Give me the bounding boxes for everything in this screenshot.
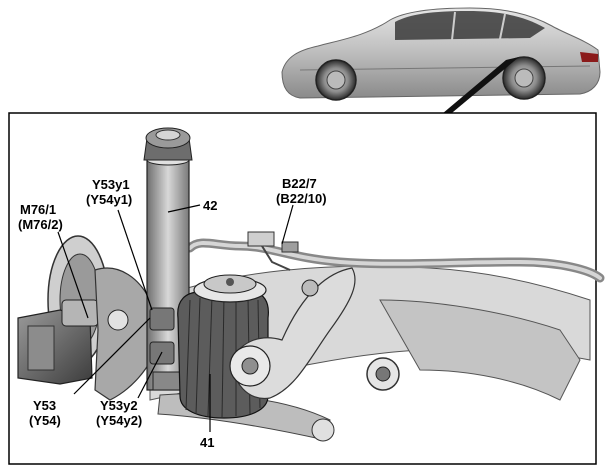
car-illustration	[281, 7, 601, 101]
label-y53y2: Y53y2	[100, 398, 138, 413]
label-y53: Y53	[33, 398, 56, 413]
label-b22-7: B22/7	[282, 176, 317, 191]
leader-lines	[57, 204, 294, 432]
label-y54: (Y54)	[29, 413, 61, 428]
label-m76-2: (M76/2)	[18, 217, 63, 232]
label-m76-1: M76/1	[20, 202, 56, 217]
label-41: 41	[200, 435, 214, 450]
label-b22-10: (B22/10)	[276, 191, 327, 206]
label-42: 42	[203, 198, 217, 213]
label-y54y2: (Y54y2)	[96, 413, 142, 428]
label-y53y1: Y53y1	[92, 177, 130, 192]
part-labels: M76/1 (M76/2) Y53y1 (Y54y1) 42 B22/7 (B2…	[18, 176, 327, 450]
label-y54y1: (Y54y1)	[86, 192, 132, 207]
suspension-illustration	[17, 127, 605, 442]
